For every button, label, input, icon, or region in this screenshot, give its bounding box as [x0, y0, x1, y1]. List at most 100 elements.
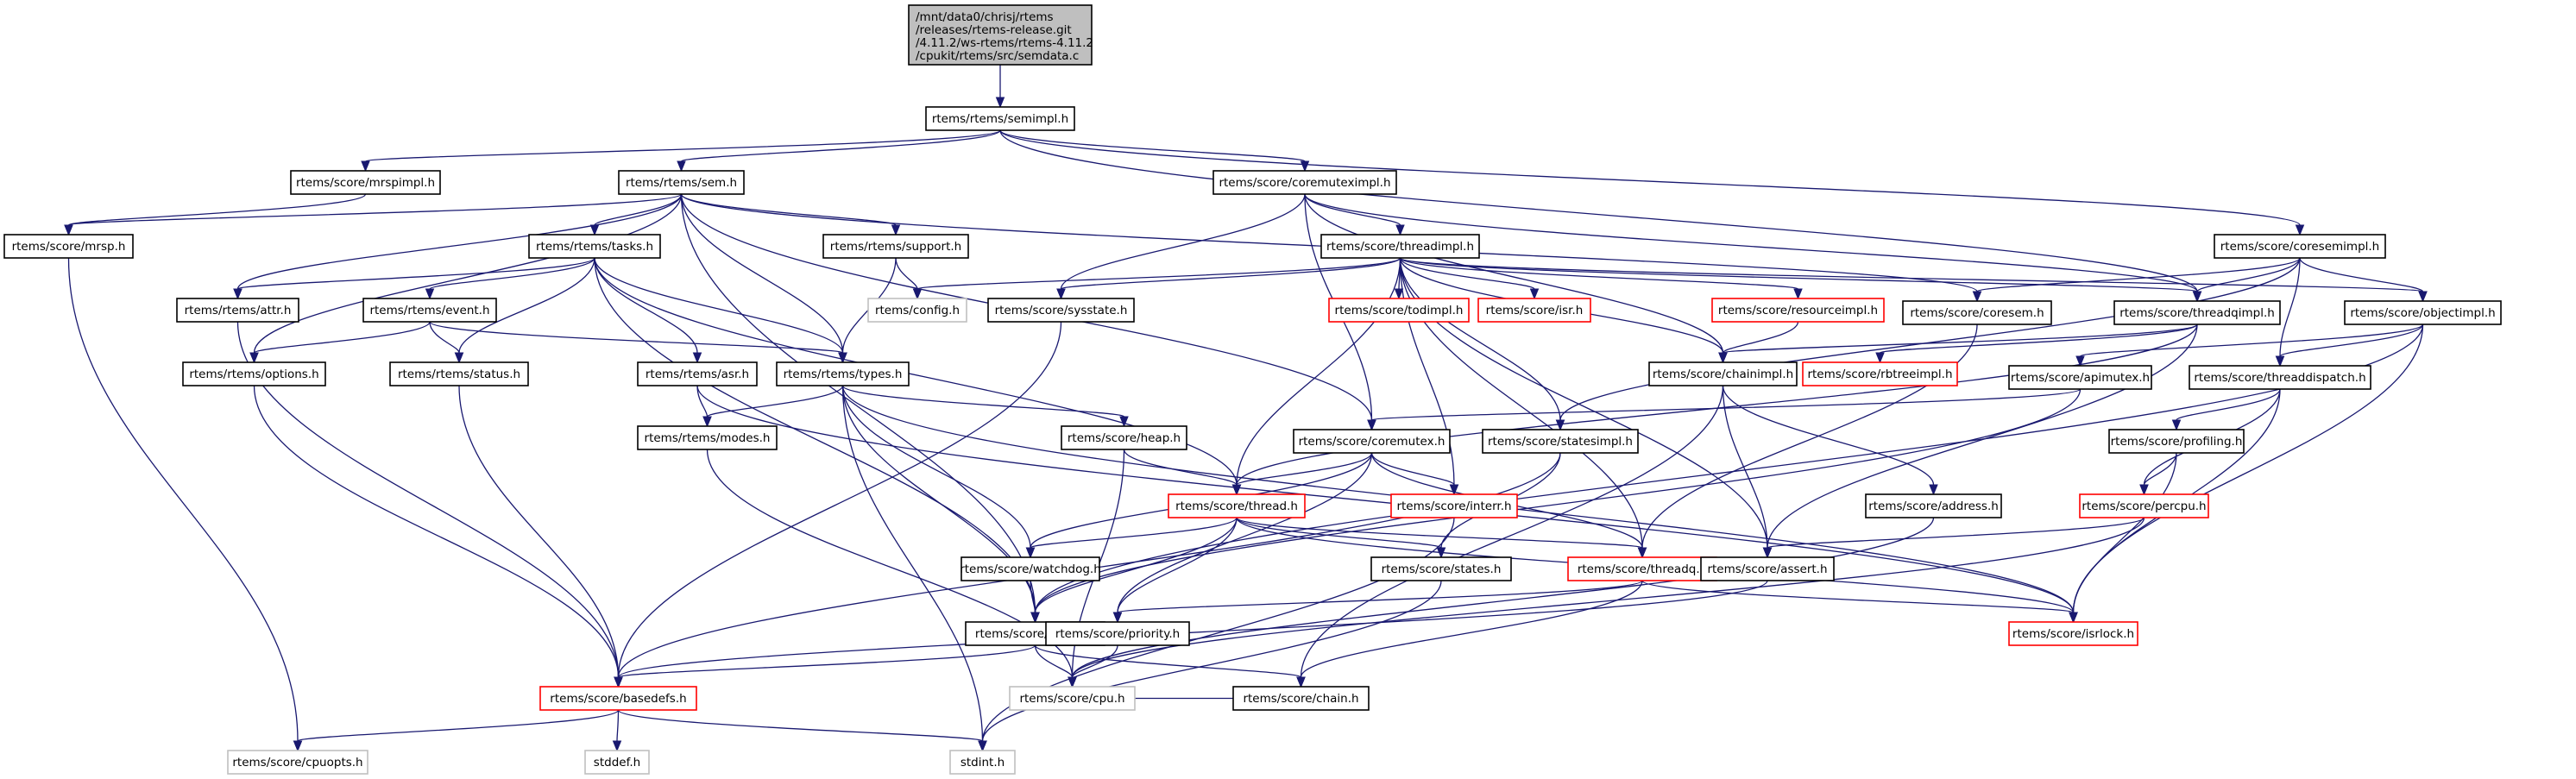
- node-box: [2079, 493, 2209, 518]
- edge-sem-to-types: [680, 193, 847, 364]
- node-basedefs[interactable]: rtems/score/basedefs.h: [539, 686, 697, 711]
- node-chain[interactable]: rtems/score/chain.h: [1232, 686, 1370, 711]
- node-label: rtems/rtems/support.h: [830, 240, 961, 254]
- node-label: rtems/score/address.h: [1868, 499, 1999, 513]
- arrowhead-icon: [1296, 676, 1306, 688]
- node-label: rtems/rtems/modes.h: [645, 431, 771, 445]
- node-support[interactable]: rtems/rtems/support.h: [822, 234, 969, 259]
- node-todimpl[interactable]: rtems/score/todimpl.h: [1328, 298, 1470, 323]
- edge-line: [67, 193, 683, 226]
- node-objectimpl[interactable]: rtems/score/objectimpl.h: [2344, 300, 2502, 325]
- node-label-line: /releases/rtems-release.git: [916, 23, 1072, 37]
- edge-threadimpl-to-statesimpl: [1399, 257, 1565, 431]
- edge-line: [1236, 517, 1442, 549]
- arrowhead-icon: [1119, 416, 1129, 428]
- node-coremuteximpl[interactable]: rtems/score/coremuteximpl.h: [1212, 170, 1397, 195]
- node-label: rtems/score/rbtreeimpl.h: [1807, 368, 1952, 381]
- node-coresem[interactable]: rtems/score/coresem.h: [1902, 300, 2052, 325]
- node-mrsp[interactable]: rtems/score/mrsp.h: [3, 234, 134, 259]
- node-status[interactable]: rtems/rtems/status.h: [389, 361, 529, 386]
- node-label: rtems/rtems/event.h: [369, 304, 489, 317]
- node-stddef[interactable]: stddef.h: [584, 750, 650, 775]
- node-states[interactable]: rtems/score/states.h: [1370, 556, 1512, 581]
- edge-tasks-to-types: [594, 257, 847, 364]
- edge-line: [1117, 580, 1643, 613]
- node-coremutex[interactable]: rtems/score/coremutex.h: [1293, 429, 1451, 454]
- node-watchdog[interactable]: rtems/score/watchdog.h: [960, 556, 1101, 581]
- arrowhead-icon: [2275, 355, 2285, 368]
- node-cpuopts[interactable]: rtems/score/cpuopts.h: [227, 750, 368, 775]
- edge-line: [1976, 257, 2301, 292]
- node-apimutex[interactable]: rtems/score/apimutex.h: [2008, 365, 2152, 390]
- node-types[interactable]: rtems/rtems/types.h: [776, 361, 910, 386]
- edges-layer: [64, 65, 2428, 752]
- node-tasks[interactable]: rtems/rtems/tasks.h: [528, 234, 661, 259]
- edge-line: [67, 257, 299, 742]
- arrowhead-icon: [2418, 291, 2428, 303]
- edge-threadimpl-to-interr: [1399, 257, 1459, 496]
- node-cpu[interactable]: rtems/score/cpu.h: [1009, 686, 1136, 711]
- arrowhead-icon: [677, 160, 686, 173]
- node-config[interactable]: rtems/config.h: [867, 298, 967, 323]
- arrowhead-icon: [2295, 224, 2305, 236]
- edge-line: [1030, 517, 1238, 549]
- node-threadq[interactable]: rtems/score/threadq.h: [1567, 556, 1717, 581]
- node-event[interactable]: rtems/rtems/event.h: [362, 298, 497, 323]
- edge-line: [1034, 517, 1238, 613]
- node-sem[interactable]: rtems/rtems/sem.h: [618, 170, 745, 195]
- node-threaddispatch[interactable]: rtems/score/threaddispatch.h: [2189, 365, 2371, 390]
- node-interr[interactable]: rtems/score/interr.h: [1390, 493, 1518, 518]
- edge-line: [680, 193, 844, 354]
- node-mrspimpl[interactable]: rtems/score/mrspimpl.h: [290, 170, 441, 195]
- node-priority[interactable]: rtems/score/priority.h: [1045, 621, 1190, 646]
- node-attr[interactable]: rtems/rtems/attr.h: [176, 298, 299, 323]
- edge-semimpl-to-coresemimpl: [999, 129, 2305, 236]
- node-label: rtems/score/percpu.h: [2082, 499, 2206, 513]
- edge-line: [1370, 388, 2082, 421]
- node-threadimpl[interactable]: rtems/score/threadimpl.h: [1320, 234, 1480, 259]
- edge-profiling-to-isrlock: [2069, 452, 2177, 624]
- node-isrlock[interactable]: rtems/score/isrlock.h: [2008, 621, 2138, 646]
- edge-line: [67, 193, 367, 226]
- node-box: [1902, 300, 2052, 325]
- edge-line: [981, 580, 1442, 742]
- node-rbtreeimpl[interactable]: rtems/score/rbtreeimpl.h: [1802, 361, 1958, 386]
- node-label: rtems/score/coremuteximpl.h: [1219, 176, 1390, 190]
- node-label: rtems/score/apimutex.h: [2011, 371, 2150, 385]
- node-resourceimpl[interactable]: rtems/score/resourceimpl.h: [1711, 298, 1885, 323]
- node-stdint[interactable]: stdint.h: [949, 750, 1016, 775]
- node-root[interactable]: /mnt/data0/chrisj/rtems/releases/rtems-r…: [908, 4, 1093, 66]
- node-threadqimpl[interactable]: rtems/score/threadqimpl.h: [2113, 300, 2281, 325]
- node-modes[interactable]: rtems/rtems/modes.h: [637, 425, 778, 450]
- edge-line: [999, 129, 2198, 292]
- node-box: [867, 298, 967, 323]
- node-statesimpl[interactable]: rtems/score/statesimpl.h: [1482, 429, 1639, 454]
- edge-threadimpl-to-resourceimpl: [1399, 257, 1803, 300]
- edge-profiling-to-percpu: [2139, 452, 2177, 496]
- edge-line: [680, 129, 1001, 162]
- node-isr[interactable]: rtems/score/isr.h: [1477, 298, 1591, 323]
- node-chainimpl[interactable]: rtems/score/chainimpl.h: [1648, 361, 1798, 386]
- node-address[interactable]: rtems/score/address.h: [1865, 493, 2002, 518]
- node-assert[interactable]: rtems/score/assert.h: [1700, 556, 1835, 581]
- edge-resourceimpl-to-chainimpl: [1718, 321, 1799, 364]
- node-box: [1045, 621, 1190, 646]
- node-asr[interactable]: rtems/rtems/asr.h: [637, 361, 758, 386]
- node-coresemimpl[interactable]: rtems/score/coresemimpl.h: [2214, 234, 2386, 259]
- edge-line: [1236, 452, 1373, 486]
- node-sysstate[interactable]: rtems/score/sysstate.h: [987, 298, 1135, 323]
- node-profiling[interactable]: rtems/score/profiling.h: [2108, 429, 2245, 454]
- arrowhead-icon: [425, 288, 435, 300]
- edge-line: [1117, 452, 1373, 613]
- node-options[interactable]: rtems/rtems/options.h: [182, 361, 326, 386]
- node-label: rtems/score/coresem.h: [1910, 306, 2044, 320]
- node-label: rtems/score/cpu.h: [1019, 692, 1124, 706]
- node-label: rtems/rtems/types.h: [784, 368, 903, 381]
- node-percpu[interactable]: rtems/score/percpu.h: [2079, 493, 2209, 518]
- node-semimpl[interactable]: rtems/rtems/semimpl.h: [925, 106, 1075, 131]
- node-heap[interactable]: rtems/score/heap.h: [1061, 425, 1187, 450]
- nodes-layer: /mnt/data0/chrisj/rtems/releases/rtems-r…: [3, 4, 2502, 775]
- edge-line: [1304, 193, 1724, 354]
- node-thread[interactable]: rtems/score/thread.h: [1168, 493, 1306, 518]
- arrowhead-icon: [912, 288, 923, 300]
